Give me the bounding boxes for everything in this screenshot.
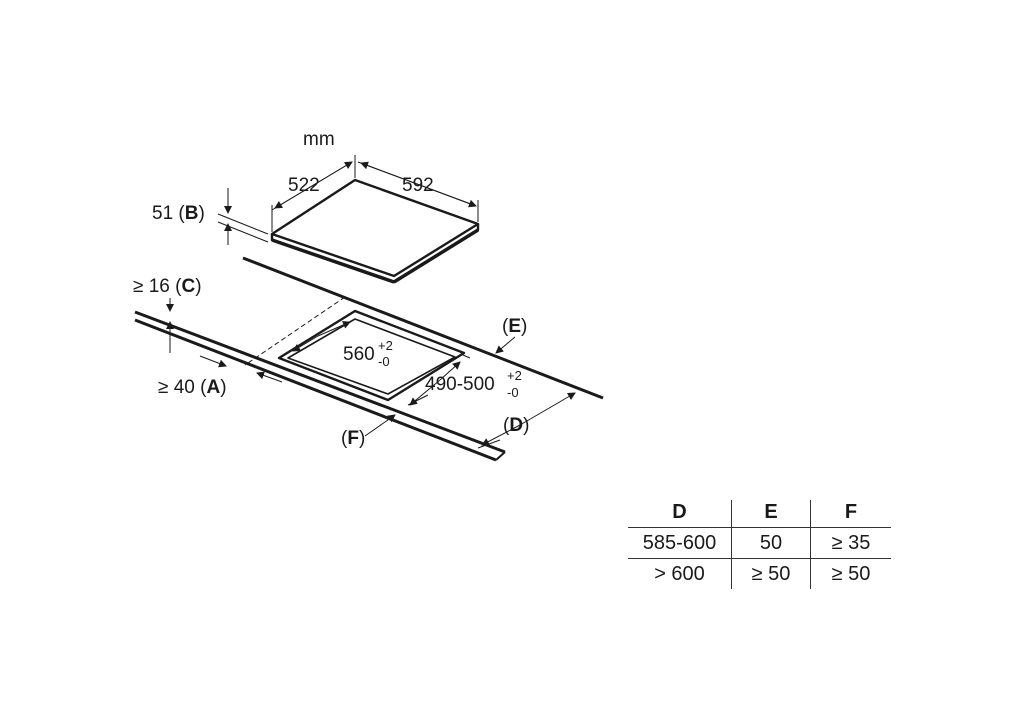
- table-cell: ≥ 50: [831, 562, 871, 585]
- table-header-d: D: [628, 500, 732, 528]
- dim-f-label: (F): [341, 428, 365, 449]
- table-header-e: E: [731, 500, 811, 528]
- table-cell: 585-600: [628, 527, 732, 559]
- hob-top-surface: [270, 178, 480, 278]
- countertop-front-edge-top: [134, 310, 506, 454]
- dim-592-label: 592: [402, 175, 434, 196]
- diagram-labels: mm 522 592 51 (B) ≥ 16 (C) ≥ 40 (A) (E) …: [133, 129, 529, 449]
- cutout-depth-tolerance-minus: -0: [507, 385, 519, 400]
- cutout-dimensions: [166, 298, 576, 449]
- dim-e-label: (E): [502, 316, 527, 337]
- dim-b-label: 51 (B): [152, 203, 205, 224]
- table-row: > 600 ≥ 50 ≥ 50: [628, 558, 891, 589]
- table-cell: ≥ 35: [810, 527, 891, 559]
- countertop: [134, 256, 604, 462]
- unit-label: mm: [303, 129, 335, 150]
- clearance-table: D E F 585-600 50 ≥ 35 > 600 ≥ 50 ≥ 50: [628, 500, 891, 589]
- cutout-width-tolerance-minus: -0: [378, 354, 390, 369]
- cutout-depth-label: 490-500: [425, 374, 495, 395]
- dim-d-label: (D): [503, 415, 529, 436]
- table-cell: 50: [731, 527, 811, 559]
- table-header-f: F: [810, 500, 891, 528]
- table-row: 585-600 50 ≥ 35: [628, 527, 891, 559]
- table-header-row: D E F: [628, 500, 891, 528]
- countertop-back-edge: [242, 256, 604, 400]
- dim-522-label: 522: [288, 175, 320, 196]
- hob-drawing: [270, 178, 480, 284]
- dim-a-label: ≥ 40 (A): [158, 377, 227, 398]
- cutout-width-label: 560: [343, 344, 375, 365]
- hob-dimensions: [217, 155, 479, 245]
- cutout-width-tolerance-plus: +2: [378, 338, 393, 353]
- table-cell: > 600: [654, 562, 705, 585]
- table-cell: ≥ 50: [731, 558, 811, 589]
- countertop-front-edge-bottom: [134, 318, 497, 462]
- cutout-depth-tolerance-plus: +2: [507, 368, 522, 383]
- dim-c-label: ≥ 16 (C): [133, 276, 202, 297]
